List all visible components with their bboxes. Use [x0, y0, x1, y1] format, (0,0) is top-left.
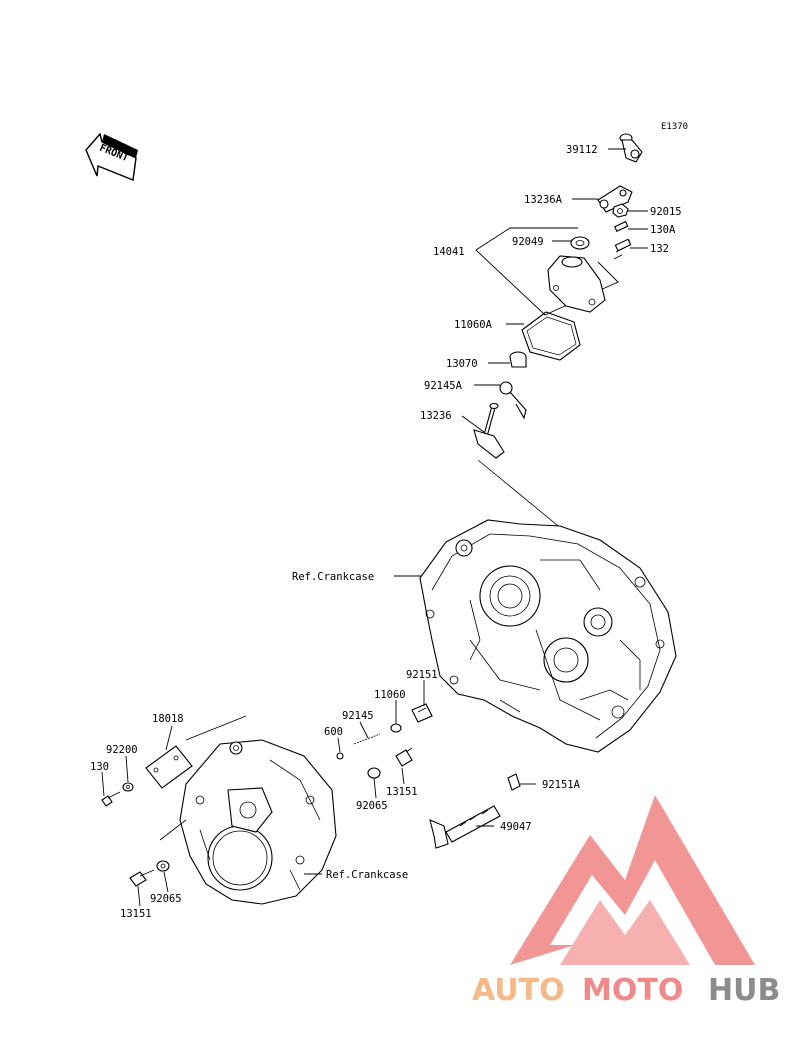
- label-14041: 14041: [433, 246, 465, 258]
- part-labels: 39112 13236A 92015 130A 14041 92049 132 …: [90, 144, 682, 920]
- label-13236: 13236: [420, 410, 452, 422]
- label-92145: 92145: [342, 710, 374, 722]
- cover-alignment-line: [185, 715, 247, 741]
- part-130A-bolt: [613, 220, 629, 232]
- label-13151-lower: 13151: [120, 908, 152, 920]
- part-14041-cover: [547, 255, 606, 313]
- part-92145-spring: [353, 733, 381, 745]
- label-13236A: 13236A: [524, 194, 563, 206]
- part-92151-plug: [411, 703, 433, 723]
- label-92049: 92049: [512, 236, 544, 248]
- label-92065-lower: 92065: [150, 893, 182, 905]
- watermark-triangle-inner-icon: [560, 900, 690, 965]
- part-11060A-gasket: [521, 311, 581, 361]
- part-11060-gasket: [390, 723, 402, 733]
- part-13151-upper-switch: [395, 747, 413, 767]
- label-130A: 130A: [650, 224, 676, 236]
- label-132: 132: [650, 243, 669, 255]
- bracket-14041: [475, 227, 578, 251]
- part-13236-shift-shaft: [473, 402, 505, 459]
- watermark-text-hub: HUB: [708, 973, 780, 1008]
- front-arrow-icon: FRONT: [85, 132, 138, 181]
- part-18018-plate: [145, 745, 193, 789]
- part-130-bolt: [101, 791, 121, 807]
- label-18018: 18018: [152, 713, 184, 725]
- part-92151A-plug: [507, 773, 521, 791]
- label-39112: 39112: [566, 144, 598, 156]
- diagram-code: E1370: [661, 122, 688, 132]
- label-13151-upper: 13151: [386, 786, 418, 798]
- part-92049-seal: [570, 236, 590, 250]
- label-600: 600: [324, 726, 343, 738]
- part-13151-lower-switch: [129, 869, 155, 887]
- part-13070-bushing: [509, 351, 527, 368]
- part-600-ball: [336, 752, 344, 760]
- label-11060A: 11060A: [454, 319, 493, 331]
- label-11060: 11060: [374, 689, 406, 701]
- part-92145A-spring: [499, 381, 527, 420]
- part-13236A-lever: [597, 185, 633, 213]
- part-49047-shift-drum: [429, 805, 501, 849]
- label-92200: 92200: [106, 744, 138, 756]
- label-92065-upper: 92065: [356, 800, 388, 812]
- part-92200-washer: [122, 782, 134, 792]
- label-ref-crankcase-bottom: Ref.Crankcase: [326, 869, 408, 881]
- label-ref-crankcase-top: Ref.Crankcase: [292, 571, 374, 583]
- part-132-bolt: [613, 238, 632, 260]
- leader-lines: [101, 148, 648, 907]
- watermark-text-moto: MOTO: [582, 973, 683, 1008]
- part-92065-lower-washer: [156, 860, 170, 872]
- label-92151A: 92151A: [542, 779, 581, 791]
- watermark-logo: [510, 795, 755, 965]
- crankcase-right-illustration: [419, 519, 677, 753]
- label-13070: 13070: [446, 358, 478, 370]
- label-92015: 92015: [650, 206, 682, 218]
- part-92065-upper-washer: [367, 767, 381, 779]
- label-92151: 92151: [406, 669, 438, 681]
- part-92015-nut: [612, 203, 629, 218]
- part-39112-rod-end: [619, 133, 643, 163]
- watermark-triangle-icon: [510, 795, 755, 965]
- watermark-text-auto: AUTO: [472, 973, 565, 1008]
- crankcase-left-illustration: [159, 739, 337, 905]
- label-130: 130: [90, 761, 109, 773]
- label-92145A: 92145A: [424, 380, 463, 392]
- label-49047: 49047: [500, 821, 532, 833]
